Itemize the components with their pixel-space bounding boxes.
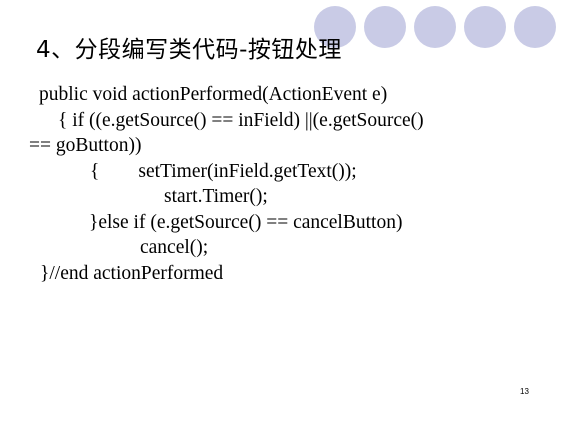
- decor-circle: [414, 6, 456, 48]
- decorative-circles: [314, 6, 556, 48]
- decor-circle: [514, 6, 556, 48]
- slide-title: 4、分段编写类代码-按钮处理: [36, 37, 342, 63]
- code-line: cancel();: [140, 237, 209, 258]
- code-line: }//end actionPerformed: [40, 263, 224, 284]
- decor-circle: [364, 6, 406, 48]
- code-line: == goButton)): [29, 135, 142, 156]
- code-line: { if ((e.getSource() == inField) ||(e.ge…: [58, 110, 424, 131]
- decor-circle: [464, 6, 506, 48]
- code-line: public void actionPerformed(ActionEvent …: [39, 84, 388, 105]
- code-line: start.Timer();: [164, 186, 268, 207]
- code-line: }else if (e.getSource() == cancelButton): [89, 212, 403, 233]
- code-line: { setTimer(inField.getText());: [90, 161, 357, 182]
- page-number: 13: [520, 387, 529, 396]
- decor-circle: [314, 6, 356, 48]
